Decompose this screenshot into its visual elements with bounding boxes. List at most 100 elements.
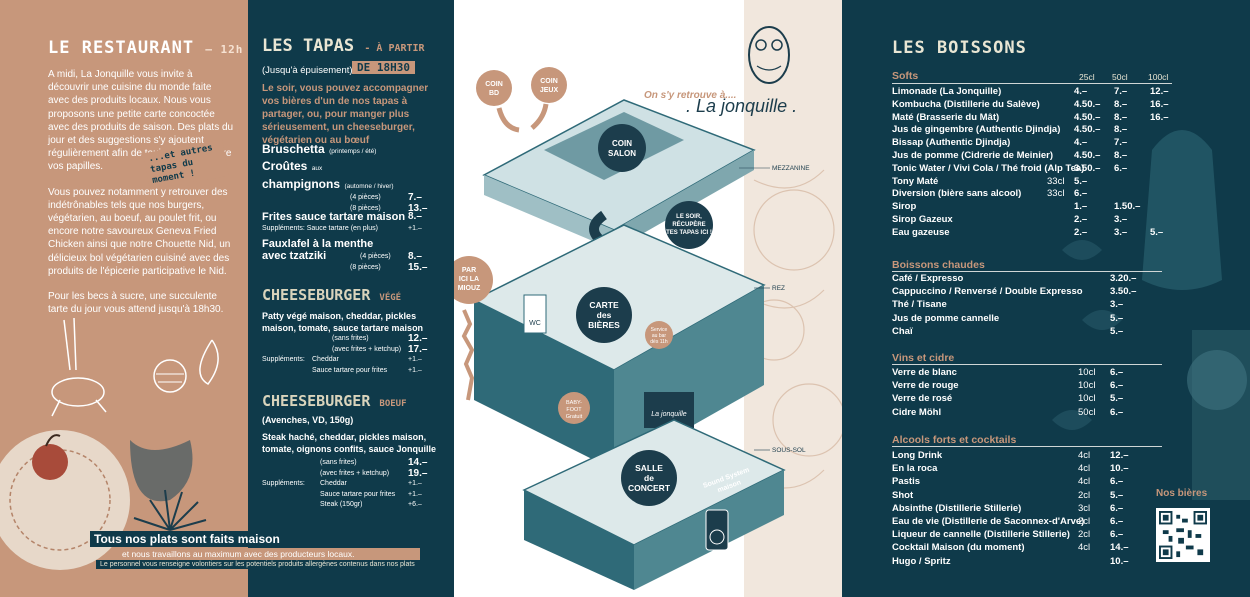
restaurant-para-2: Vous pouvez notamment y retrouver des in…: [48, 186, 231, 277]
frites-supp: Suppléments: Sauce tartare (en plus): [262, 225, 378, 232]
hot-drinks-heading: Boissons chaudes: [892, 259, 985, 271]
coin-arrows: [496, 103, 549, 133]
boeuf-supp-label: Suppléments:: [262, 480, 305, 487]
drink-price-25cl: 4.–: [1074, 86, 1088, 97]
croutes-note: (automne / hiver): [344, 183, 394, 190]
drink-name: Kombucha (Distillerie du Salève): [892, 98, 1040, 110]
restaurant-para-1: A midi, La Jonquille vous invite à décou…: [48, 69, 234, 173]
tapas-title: LES TAPAS - À PARTIR: [262, 36, 425, 56]
tapas-panel: LES TAPAS - À PARTIR (Jusqu'à épuisement…: [248, 0, 454, 597]
boeuf-supp-row-3: Steak (150gr)+6.–: [320, 500, 448, 511]
bruschetta-item: Bruschetta (printemps / été): [262, 140, 448, 158]
boeuf-row-price: 19.–: [408, 467, 428, 479]
nos-bieres-label: Nos bières: [1156, 488, 1208, 499]
veg-title-suffix: VÉGÉ: [379, 293, 402, 303]
miouz-badge: [454, 256, 493, 304]
drink-name: Tonic Water / Vivi Cola / Thé froid (Alp…: [892, 162, 1085, 174]
beer-qr-code[interactable]: [1156, 508, 1210, 562]
fauxlafel-row-label: (4 pièces): [360, 253, 391, 260]
col-25cl: 25cl: [1079, 72, 1095, 82]
homemade-banner: Tous nos plats sont faits maison et nous…: [90, 530, 420, 569]
drink-name: Cidre Möhl: [892, 406, 942, 418]
drink-price: 6.–: [1110, 380, 1124, 392]
drink-name: Long Drink: [892, 450, 943, 461]
map-tagline: On s'y retrouve à....: [644, 90, 736, 101]
drink-price-50cl: 3.–: [1114, 214, 1128, 225]
banner-line-3: Le personnel vous renseigne volontiers s…: [96, 560, 420, 569]
drink-size: 10cl: [1078, 367, 1096, 378]
fauxlafel-row-label: (8 pièces): [350, 264, 381, 271]
drink-size: 4cl: [1078, 450, 1091, 461]
wines-rule: [892, 364, 1162, 365]
drink-size: 2cl: [1078, 529, 1091, 541]
drinks-panel: LES BOISSONS Softs 25cl 50cl 100cl Limon…: [842, 0, 1250, 597]
rez-label: REZ: [772, 285, 785, 292]
croutes-row-label: (4 pièces): [350, 194, 381, 201]
map-logo-text: . La jonquille .: [686, 96, 797, 116]
owl-logo: [748, 26, 790, 84]
drink-price-25cl: 4.50.–: [1074, 150, 1101, 161]
wines-heading: Vins et cidre: [892, 352, 955, 364]
veg-prices: (sans frites)12.– (avec frites + ketchup…: [262, 333, 448, 376]
drink-price-50cl: 3.–: [1114, 226, 1128, 238]
restaurant-body: A midi, La Jonquille vous invite à décou…: [48, 68, 234, 328]
veg-desc: Patty végé maison, cheddar, pickles mais…: [262, 311, 424, 333]
drink-name: Eau de vie (Distillerie de Saconnex-d'Ar…: [892, 516, 1085, 527]
restaurant-title: LE RESTAURANT – 12h à 14h: [48, 38, 248, 58]
drink-price: 3.50.–: [1110, 286, 1137, 298]
cheeseburger-boeuf-title: CHEESEBURGER BOEUF: [262, 392, 407, 410]
drink-name: Hugo / Spritz: [892, 555, 951, 567]
drink-name: Cocktail Maison (du moment): [892, 542, 1025, 554]
drink-price-50cl: 8.–: [1114, 111, 1128, 123]
drink-name: Diversion (bière sans alcool): [892, 188, 1022, 200]
drink-price-25cl: 4.–: [1074, 137, 1088, 149]
drink-price-25cl: 4.50.–: [1074, 98, 1101, 110]
drink-price-50cl: 7.–: [1114, 137, 1128, 149]
softs-heading: Softs: [892, 70, 919, 82]
wc-door: [523, 294, 547, 334]
boeuf-supp-name: Sauce tartare pour frites: [320, 490, 396, 498]
drink-price-25cl: 1.–: [1074, 201, 1088, 213]
drink-name: Jus de gingembre (Authentic Djindja): [892, 124, 1061, 136]
drink-name: Pastis: [892, 476, 920, 488]
drink-price-25cl: 6.–: [1074, 188, 1088, 200]
drink-price: 3.20.–: [1110, 273, 1137, 284]
drink-name: Thé / Tisane: [892, 299, 947, 311]
fauxlafel-row-price: 8.–: [408, 251, 422, 262]
drink-size: 10cl: [1078, 380, 1096, 392]
veg-row-2: (avec frites + ketchup)17.–: [332, 343, 448, 356]
drink-name: Shot: [892, 489, 914, 501]
drink-price: 5.–: [1110, 489, 1124, 501]
boeuf-supp-name: Steak (150gr): [320, 501, 363, 508]
drink-name: Café / Expresso: [892, 273, 964, 284]
drink-price-50cl: 8.–: [1114, 124, 1128, 136]
veg-row-price: 17.–: [408, 343, 428, 355]
veg-supp-price: +1.–: [408, 366, 422, 374]
boeuf-desc: Steak haché, cheddar, pickles maison, to…: [262, 432, 437, 454]
rez-wall-left: [474, 300, 614, 470]
tapas-time: DE 18H30: [352, 61, 415, 74]
spirits-heading: Alcools forts et cocktails: [892, 434, 1017, 446]
drink-size: 33cl: [1047, 188, 1065, 200]
veg-supp-name: Sauce tartare pour frites: [312, 366, 388, 374]
soir-tapas-badge: [665, 201, 713, 249]
drink-price: 10.–: [1110, 463, 1129, 475]
drink-price-50cl: 7.–: [1114, 86, 1128, 97]
drink-size: 2cl: [1078, 489, 1091, 501]
boeuf-title-text: CHEESEBURGER: [262, 392, 371, 410]
boeuf-origin: (Avenches, VD, 150g): [262, 415, 354, 425]
croutes-name: Croûtes: [262, 159, 308, 173]
mezzanine-side-left: [484, 175, 614, 250]
boeuf-row-2: (avec frites + ketchup)19.–: [320, 467, 448, 480]
boeuf-title-suffix: BOEUF: [379, 399, 407, 409]
frites-name: Frites sauce tartare maison: [262, 211, 406, 223]
softs-rule: [892, 83, 1172, 84]
drink-price-25cl: 2.–: [1074, 214, 1088, 225]
banner-line-1: Tous nos plats sont faits maison: [90, 531, 284, 547]
